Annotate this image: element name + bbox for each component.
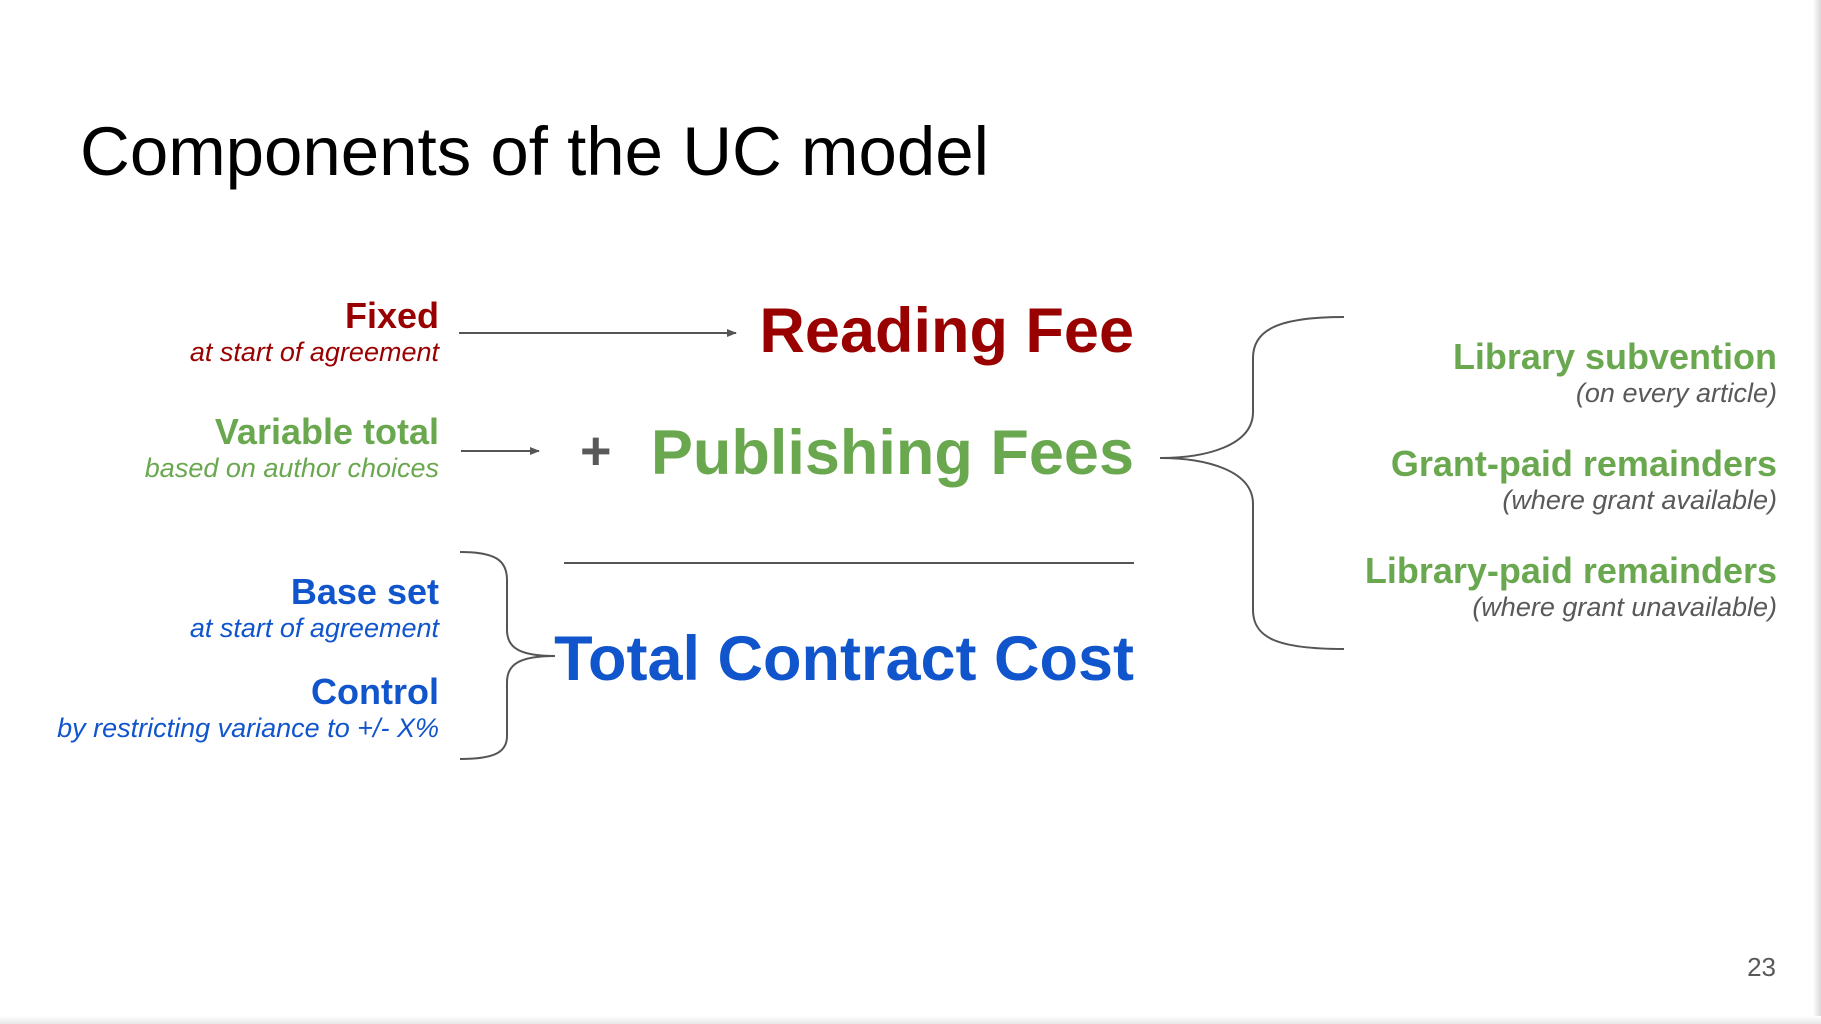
control-label: Control [311, 671, 439, 712]
fixed-label: Fixed [344, 295, 439, 336]
control-sub: by restricting variance to +/- X% [57, 713, 439, 743]
variable-sub: based on author choices [144, 453, 439, 483]
page-number: 23 [1747, 952, 1776, 982]
left-brace [459, 551, 556, 760]
library-subvention-label: Library subvention [1452, 336, 1777, 377]
variable-label: Variable total [214, 411, 439, 452]
slide-title: Components of the UC model [80, 113, 989, 190]
reading-fee: Reading Fee [759, 296, 1134, 366]
fixed-sub: at start of agreement [189, 337, 439, 367]
base-set-group: Base set at start of agreement [190, 572, 439, 644]
grant-paid-sub: (where grant available) [1502, 485, 1777, 515]
right-item-library-subvention: Library subvention (on every article) [1453, 337, 1777, 409]
publishing-fees: Publishing Fees [650, 418, 1134, 488]
total-contract-cost: Total Contract Cost [554, 624, 1134, 694]
plus-sign: + [580, 421, 612, 481]
right-brace [1159, 316, 1345, 650]
slide-edge-shadow [1813, 0, 1821, 1024]
grant-paid-label: Grant-paid remainders [1390, 443, 1777, 484]
variable-group: Variable total based on author choices [145, 412, 439, 484]
base-set-label: Base set [290, 571, 439, 612]
library-paid-label: Library-paid remainders [1364, 550, 1777, 591]
library-subvention-sub: (on every article) [1575, 378, 1777, 408]
slide-bottom-shadow [0, 1016, 1821, 1024]
fixed-group: Fixed at start of agreement [190, 296, 439, 368]
right-item-library-paid: Library-paid remainders (where grant una… [1365, 551, 1777, 623]
control-group: Control by restricting variance to +/- X… [57, 672, 439, 744]
right-item-grant-paid: Grant-paid remainders (where grant avail… [1391, 444, 1777, 516]
base-set-sub: at start of agreement [189, 613, 439, 643]
library-paid-sub: (where grant unavailable) [1472, 592, 1777, 622]
